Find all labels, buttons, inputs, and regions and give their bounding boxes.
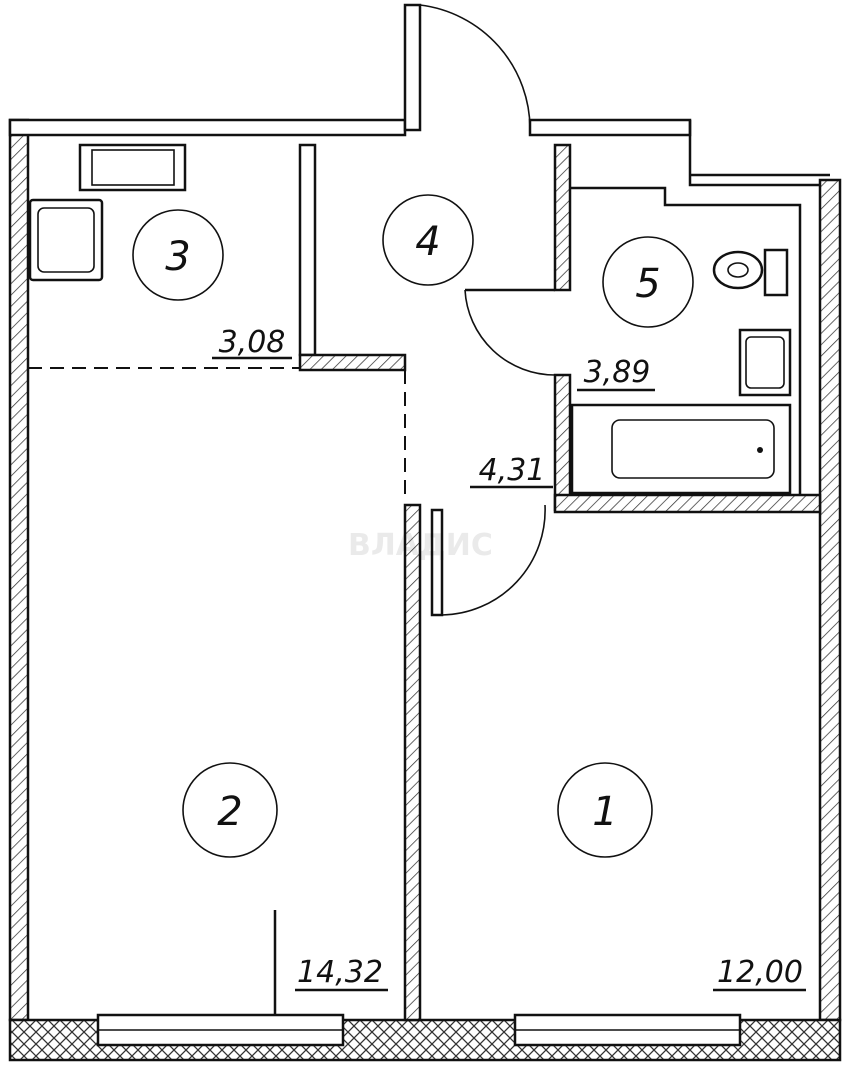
- svg-text:1: 1: [592, 789, 617, 835]
- watermark: ВЛАДИС: [348, 528, 493, 563]
- entry-door: [403, 3, 531, 132]
- kitchen-fixtures: [28, 143, 300, 369]
- bathroom-fixtures: [464, 248, 792, 495]
- svg-text:4,31: 4,31: [479, 453, 546, 488]
- svg-text:12,00: 12,00: [717, 955, 803, 990]
- room-4-label: 4 4,31: [382, 194, 553, 489]
- room-2-label: 2 14,32: [182, 762, 388, 992]
- room-5-label: 5 3,89: [577, 236, 694, 392]
- svg-text:3,08: 3,08: [219, 325, 286, 360]
- room-1-door: [430, 504, 546, 617]
- room-3-label: 3 3,08: [132, 209, 292, 360]
- svg-text:4: 4: [415, 219, 440, 265]
- inner-walls: [298, 143, 822, 1022]
- windows: [96, 910, 742, 1047]
- svg-text:2: 2: [217, 789, 242, 835]
- svg-text:3,89: 3,89: [584, 355, 651, 390]
- svg-text:3: 3: [165, 234, 190, 280]
- room-1-label: 1 12,00: [557, 762, 806, 992]
- svg-text:14,32: 14,32: [297, 955, 383, 990]
- svg-text:5: 5: [635, 261, 660, 307]
